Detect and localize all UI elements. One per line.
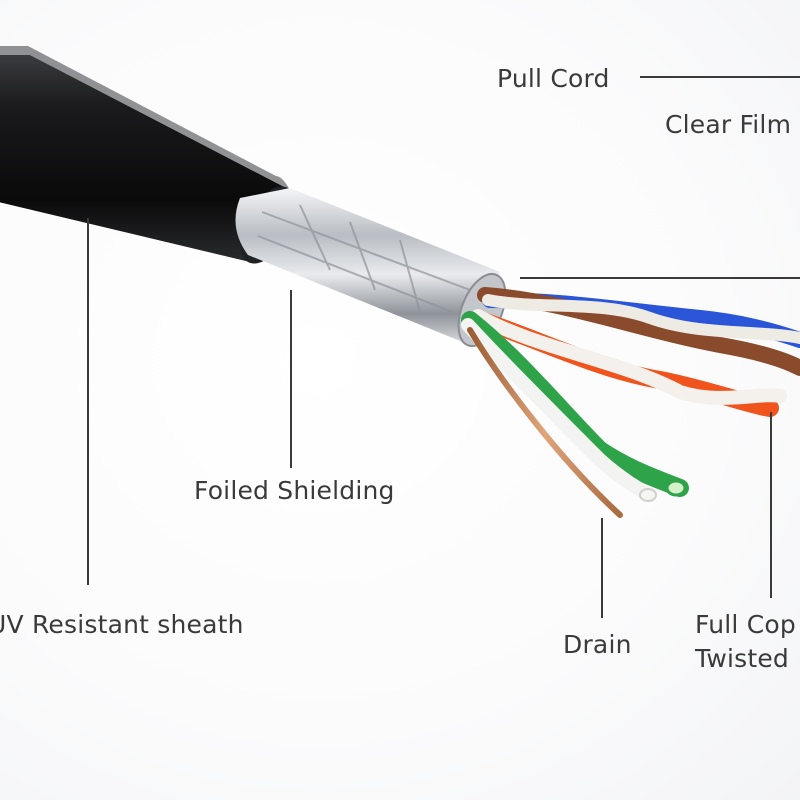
label-pull-cord: Pull Cord	[497, 66, 610, 91]
label-uv-sheath: UV Resistant sheath	[0, 612, 244, 637]
label-foiled-shielding: Foiled Shielding	[194, 478, 395, 503]
label-full-copper-1: Full Cop	[695, 612, 796, 637]
twisted-pairs	[468, 295, 800, 515]
label-clear-film: Clear Film	[665, 112, 791, 137]
label-drain: Drain	[563, 632, 632, 657]
label-full-copper-2: Twisted	[695, 646, 789, 671]
